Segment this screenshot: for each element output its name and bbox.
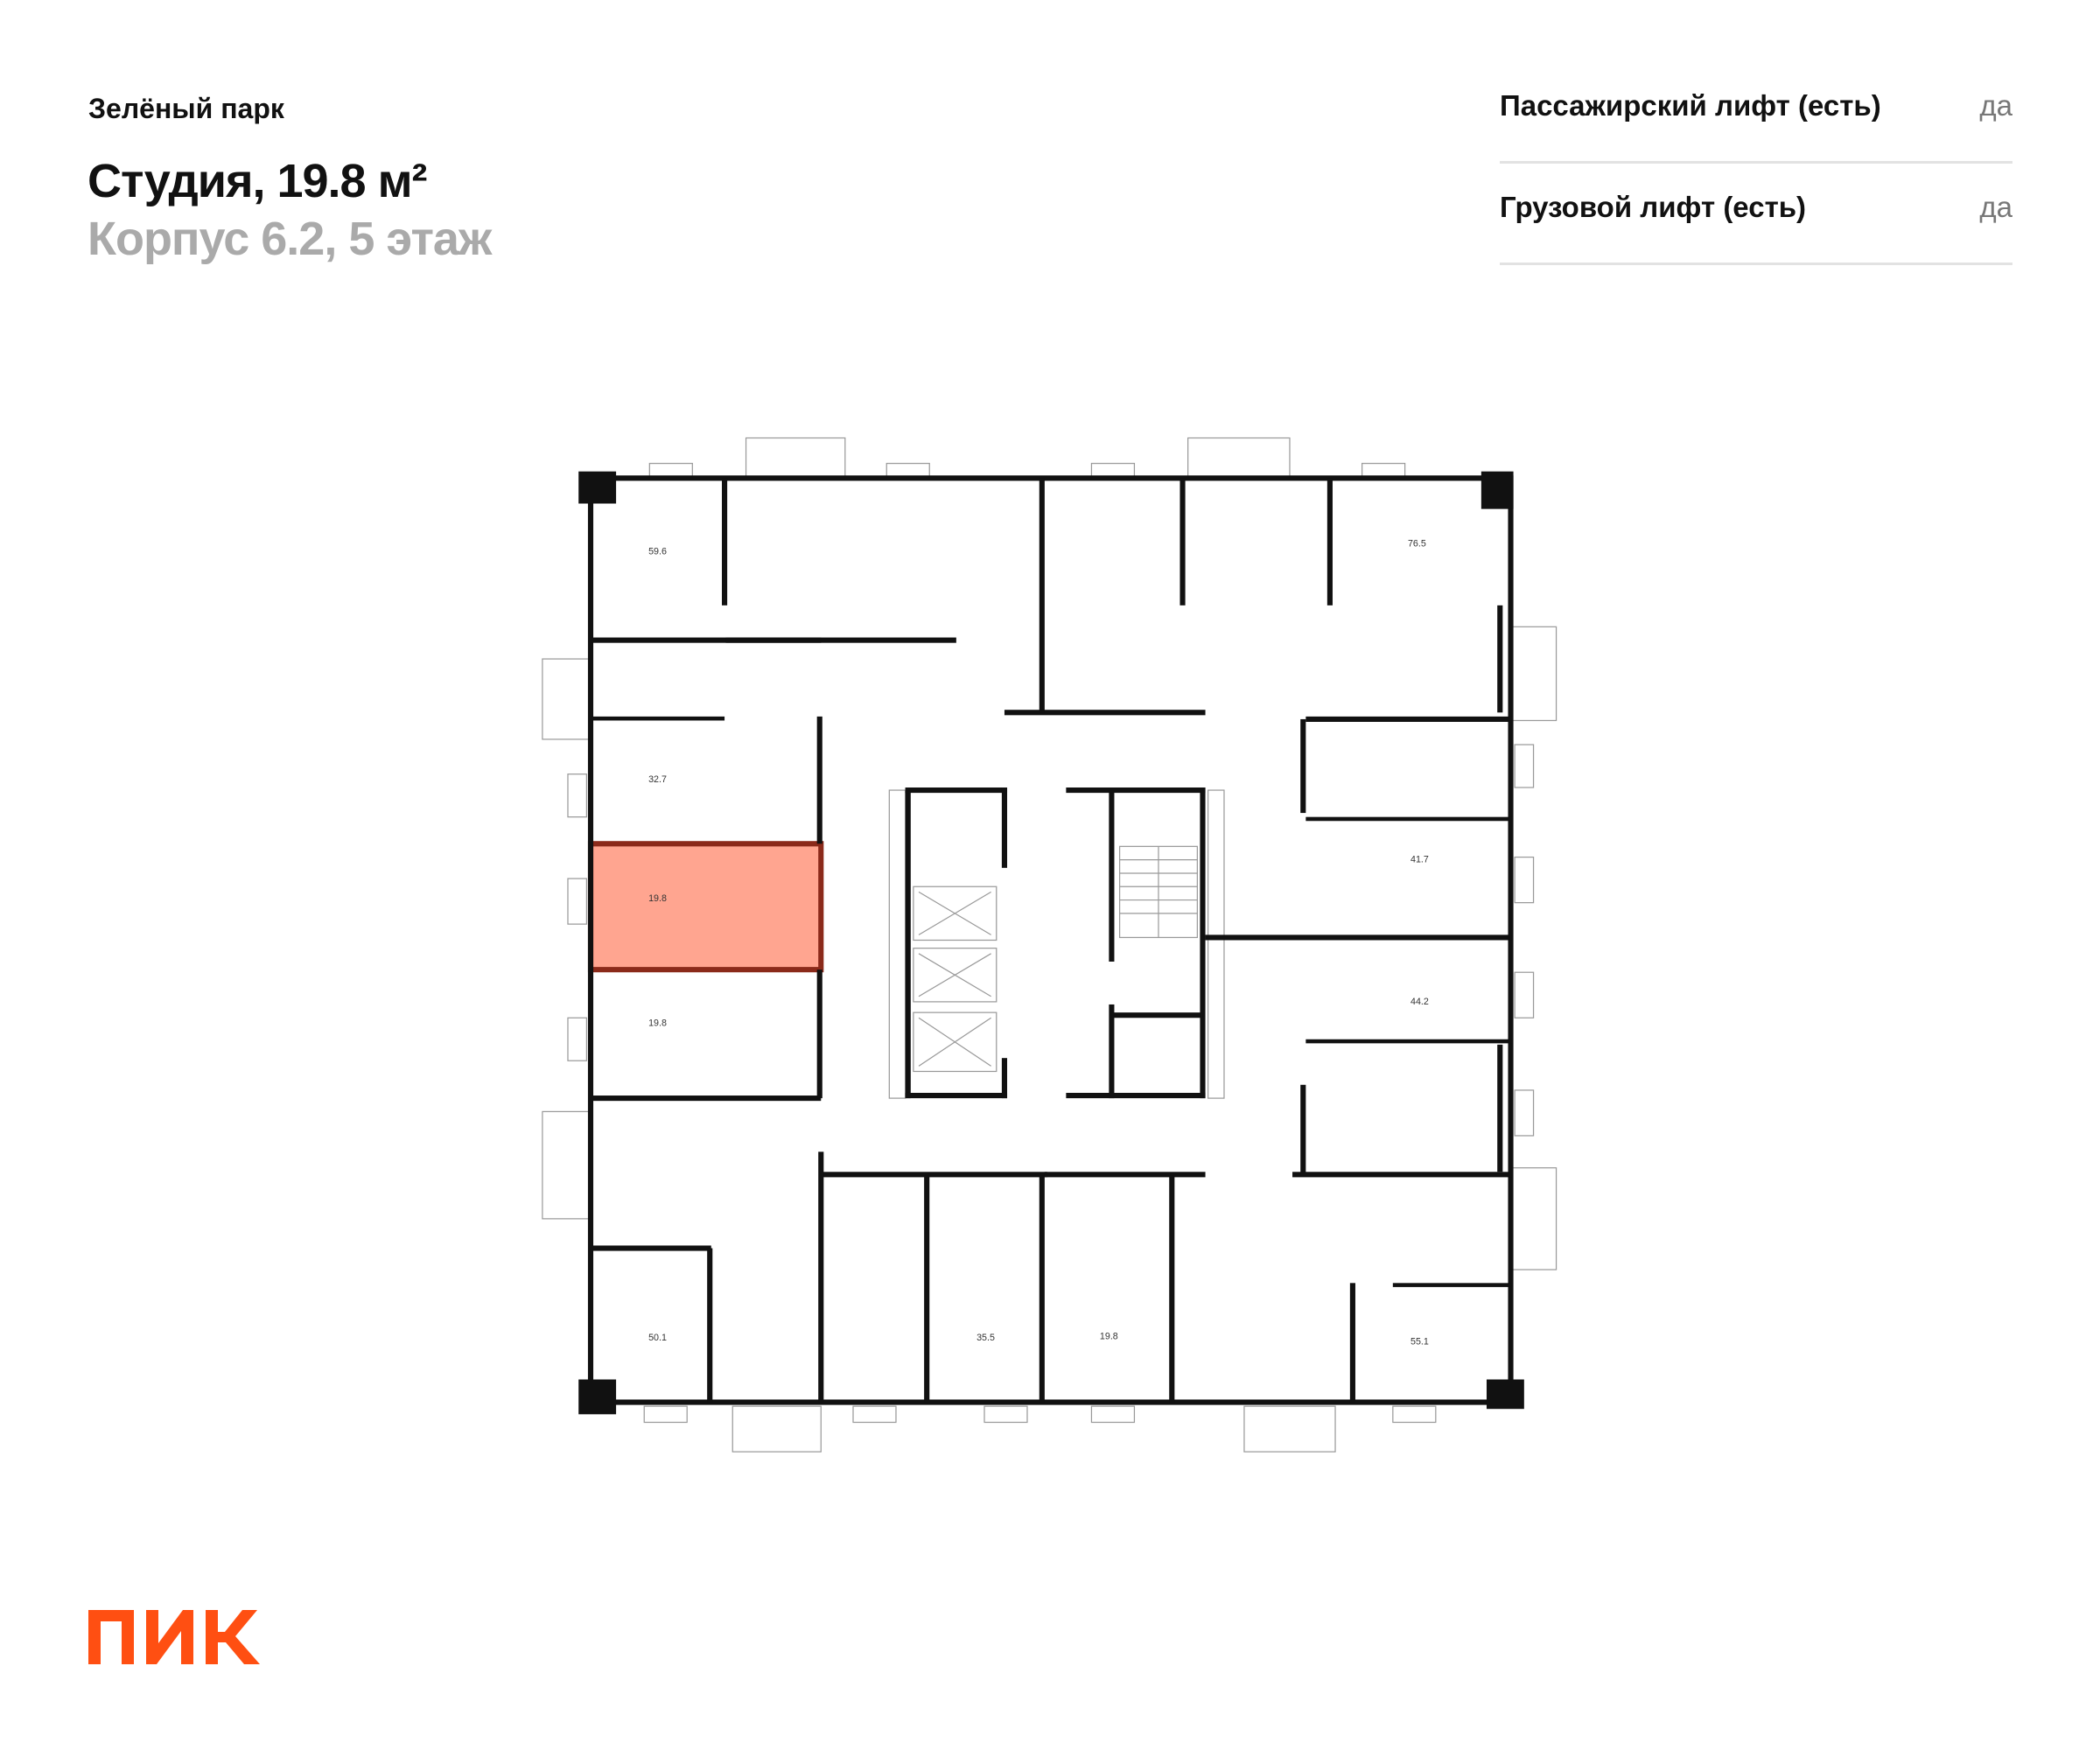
room-area: 44.2 xyxy=(1410,997,1429,1007)
feature-label: Пассажирский лифт (есть) xyxy=(1500,89,1881,122)
pik-logo xyxy=(88,1610,260,1664)
feature-row-freight-lift: Грузовой лифт (есть) да xyxy=(1500,161,2012,265)
room-area-labels: 59.6 76.5 32.7 19.8 41.7 44.2 19.8 50.1 … xyxy=(648,538,1429,1347)
room-area: 76.5 xyxy=(1408,538,1426,549)
building-floor-subtitle: Корпус 6.2, 5 этаж xyxy=(88,213,492,265)
room-area: 59.6 xyxy=(648,547,667,557)
room-area: 50.1 xyxy=(648,1333,667,1343)
room-area: 35.5 xyxy=(976,1333,995,1343)
room-area: 19.8 xyxy=(648,1018,667,1028)
selected-apartment-highlight[interactable] xyxy=(587,841,824,973)
feature-value: да xyxy=(1979,89,2012,122)
walls xyxy=(578,471,1524,1415)
room-area: 19.8 xyxy=(1100,1332,1118,1342)
room-area-selected: 19.8 xyxy=(648,893,667,904)
feature-label: Грузовой лифт (есть) xyxy=(1500,191,1807,223)
room-area: 55.1 xyxy=(1410,1337,1429,1348)
feature-row-passenger-lift: Пассажирский лифт (есть) да xyxy=(1500,60,2012,164)
feature-value: да xyxy=(1979,191,2012,223)
apartment-title: Студия, 19.8 м² xyxy=(88,155,427,207)
stairs xyxy=(1118,845,1198,939)
room-area: 32.7 xyxy=(648,774,667,785)
elevators xyxy=(913,886,998,1073)
room-area: 41.7 xyxy=(1410,855,1429,865)
project-name: Зелёный парк xyxy=(88,93,284,124)
